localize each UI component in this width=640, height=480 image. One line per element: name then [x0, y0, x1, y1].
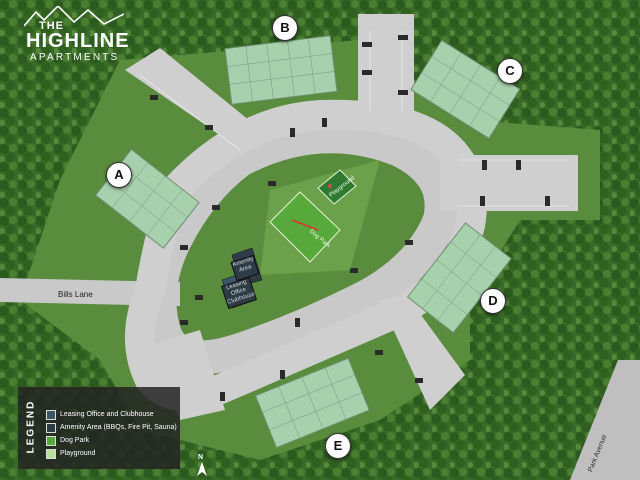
parking-lines: [139, 30, 570, 207]
legend-item-label: Dog Park: [60, 437, 90, 444]
building-e: [254, 357, 370, 449]
building-a-label[interactable]: A: [106, 162, 132, 188]
building-b-label[interactable]: B: [272, 15, 298, 41]
legend-swatch-dog-park: [46, 435, 56, 446]
logo-line2: HIGHLINE: [26, 30, 130, 52]
legend-item-leasing: Leasing Office and Clubhouse: [46, 409, 177, 420]
legend-item-label: Leasing Office and Clubhouse: [60, 411, 154, 418]
legend-swatch-playground: [46, 448, 56, 459]
legend-item-label: Playground: [60, 450, 96, 457]
legend-swatch-amenity: [46, 422, 56, 433]
building-c-label[interactable]: C: [497, 58, 523, 84]
north-arrow: N: [197, 454, 207, 476]
north-arrow-icon: [197, 462, 207, 476]
legend-item-playground: Playground: [46, 448, 177, 459]
legend-title: LEGEND: [25, 399, 37, 454]
park-avenue-road: [570, 360, 640, 480]
legend-item-dog-park: Dog Park: [46, 435, 177, 446]
legend-item-label: Amenity Area (BBQs, Fire Pit, Sauna): [60, 424, 177, 431]
building-b: [224, 35, 338, 105]
spur-road-nw: [125, 48, 255, 145]
playground-area: [317, 169, 357, 205]
spur-road-se: [380, 300, 465, 410]
dog-park-agility-bar: [291, 219, 319, 231]
playground-equipment: [328, 184, 332, 188]
logo-line1: THE: [39, 20, 64, 32]
legend-panel: LEGEND Leasing Office and Clubhouse Amen…: [18, 387, 180, 469]
building-d-label[interactable]: D: [480, 288, 506, 314]
north-label: N: [198, 454, 204, 461]
spur-road-east: [440, 155, 578, 211]
building-c: [410, 39, 521, 140]
spur-road-north: [358, 14, 414, 124]
mountain-logo-icon: [24, 6, 124, 27]
legend-item-amenity: Amenity Area (BBQs, Fire Pit, Sauna): [46, 422, 177, 433]
dog-park-area: [269, 191, 341, 263]
legend-swatch-leasing: [46, 409, 56, 420]
parked-cars: [150, 35, 550, 401]
spur-road-sw: [150, 330, 225, 420]
legend-items: Leasing Office and Clubhouse Amenity Are…: [46, 409, 177, 461]
building-e-label[interactable]: E: [325, 433, 351, 459]
bills-lane-label: Bills Lane: [58, 290, 93, 299]
logo-line3: APARTMENTS: [30, 52, 120, 63]
